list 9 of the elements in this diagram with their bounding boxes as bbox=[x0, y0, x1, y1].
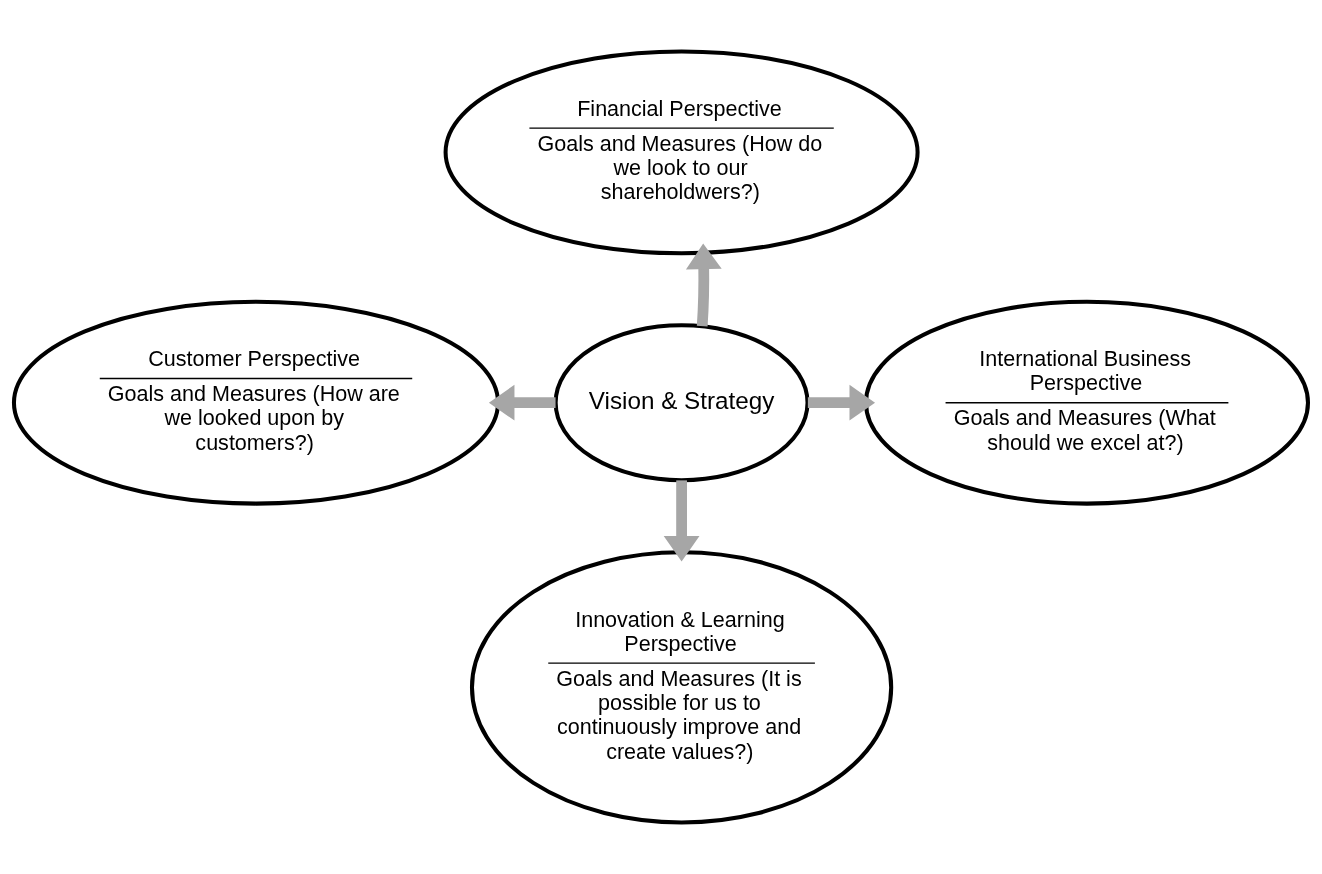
arrow bbox=[685, 243, 722, 327]
node-ellipse: Financial Perspective Goals and Measures (How do we look to our shareholdwers?) bbox=[443, 49, 920, 256]
arrow bbox=[488, 384, 556, 421]
arrow bbox=[807, 384, 876, 421]
node-ellipse: Customer Perspective Goals and Measures (How are we looked upon by customers?) bbox=[11, 299, 501, 506]
arrow bbox=[663, 480, 700, 562]
node-ellipse: Innovation & Learning Perspective Goals and Measures (It is possible for us to continuously improve and create values?) bbox=[469, 550, 894, 825]
node-ellipse: International Business Perspective Goals and Measures (What should we excel at?) bbox=[863, 299, 1310, 506]
node-ellipse: Vision & Strategy bbox=[553, 323, 810, 483]
